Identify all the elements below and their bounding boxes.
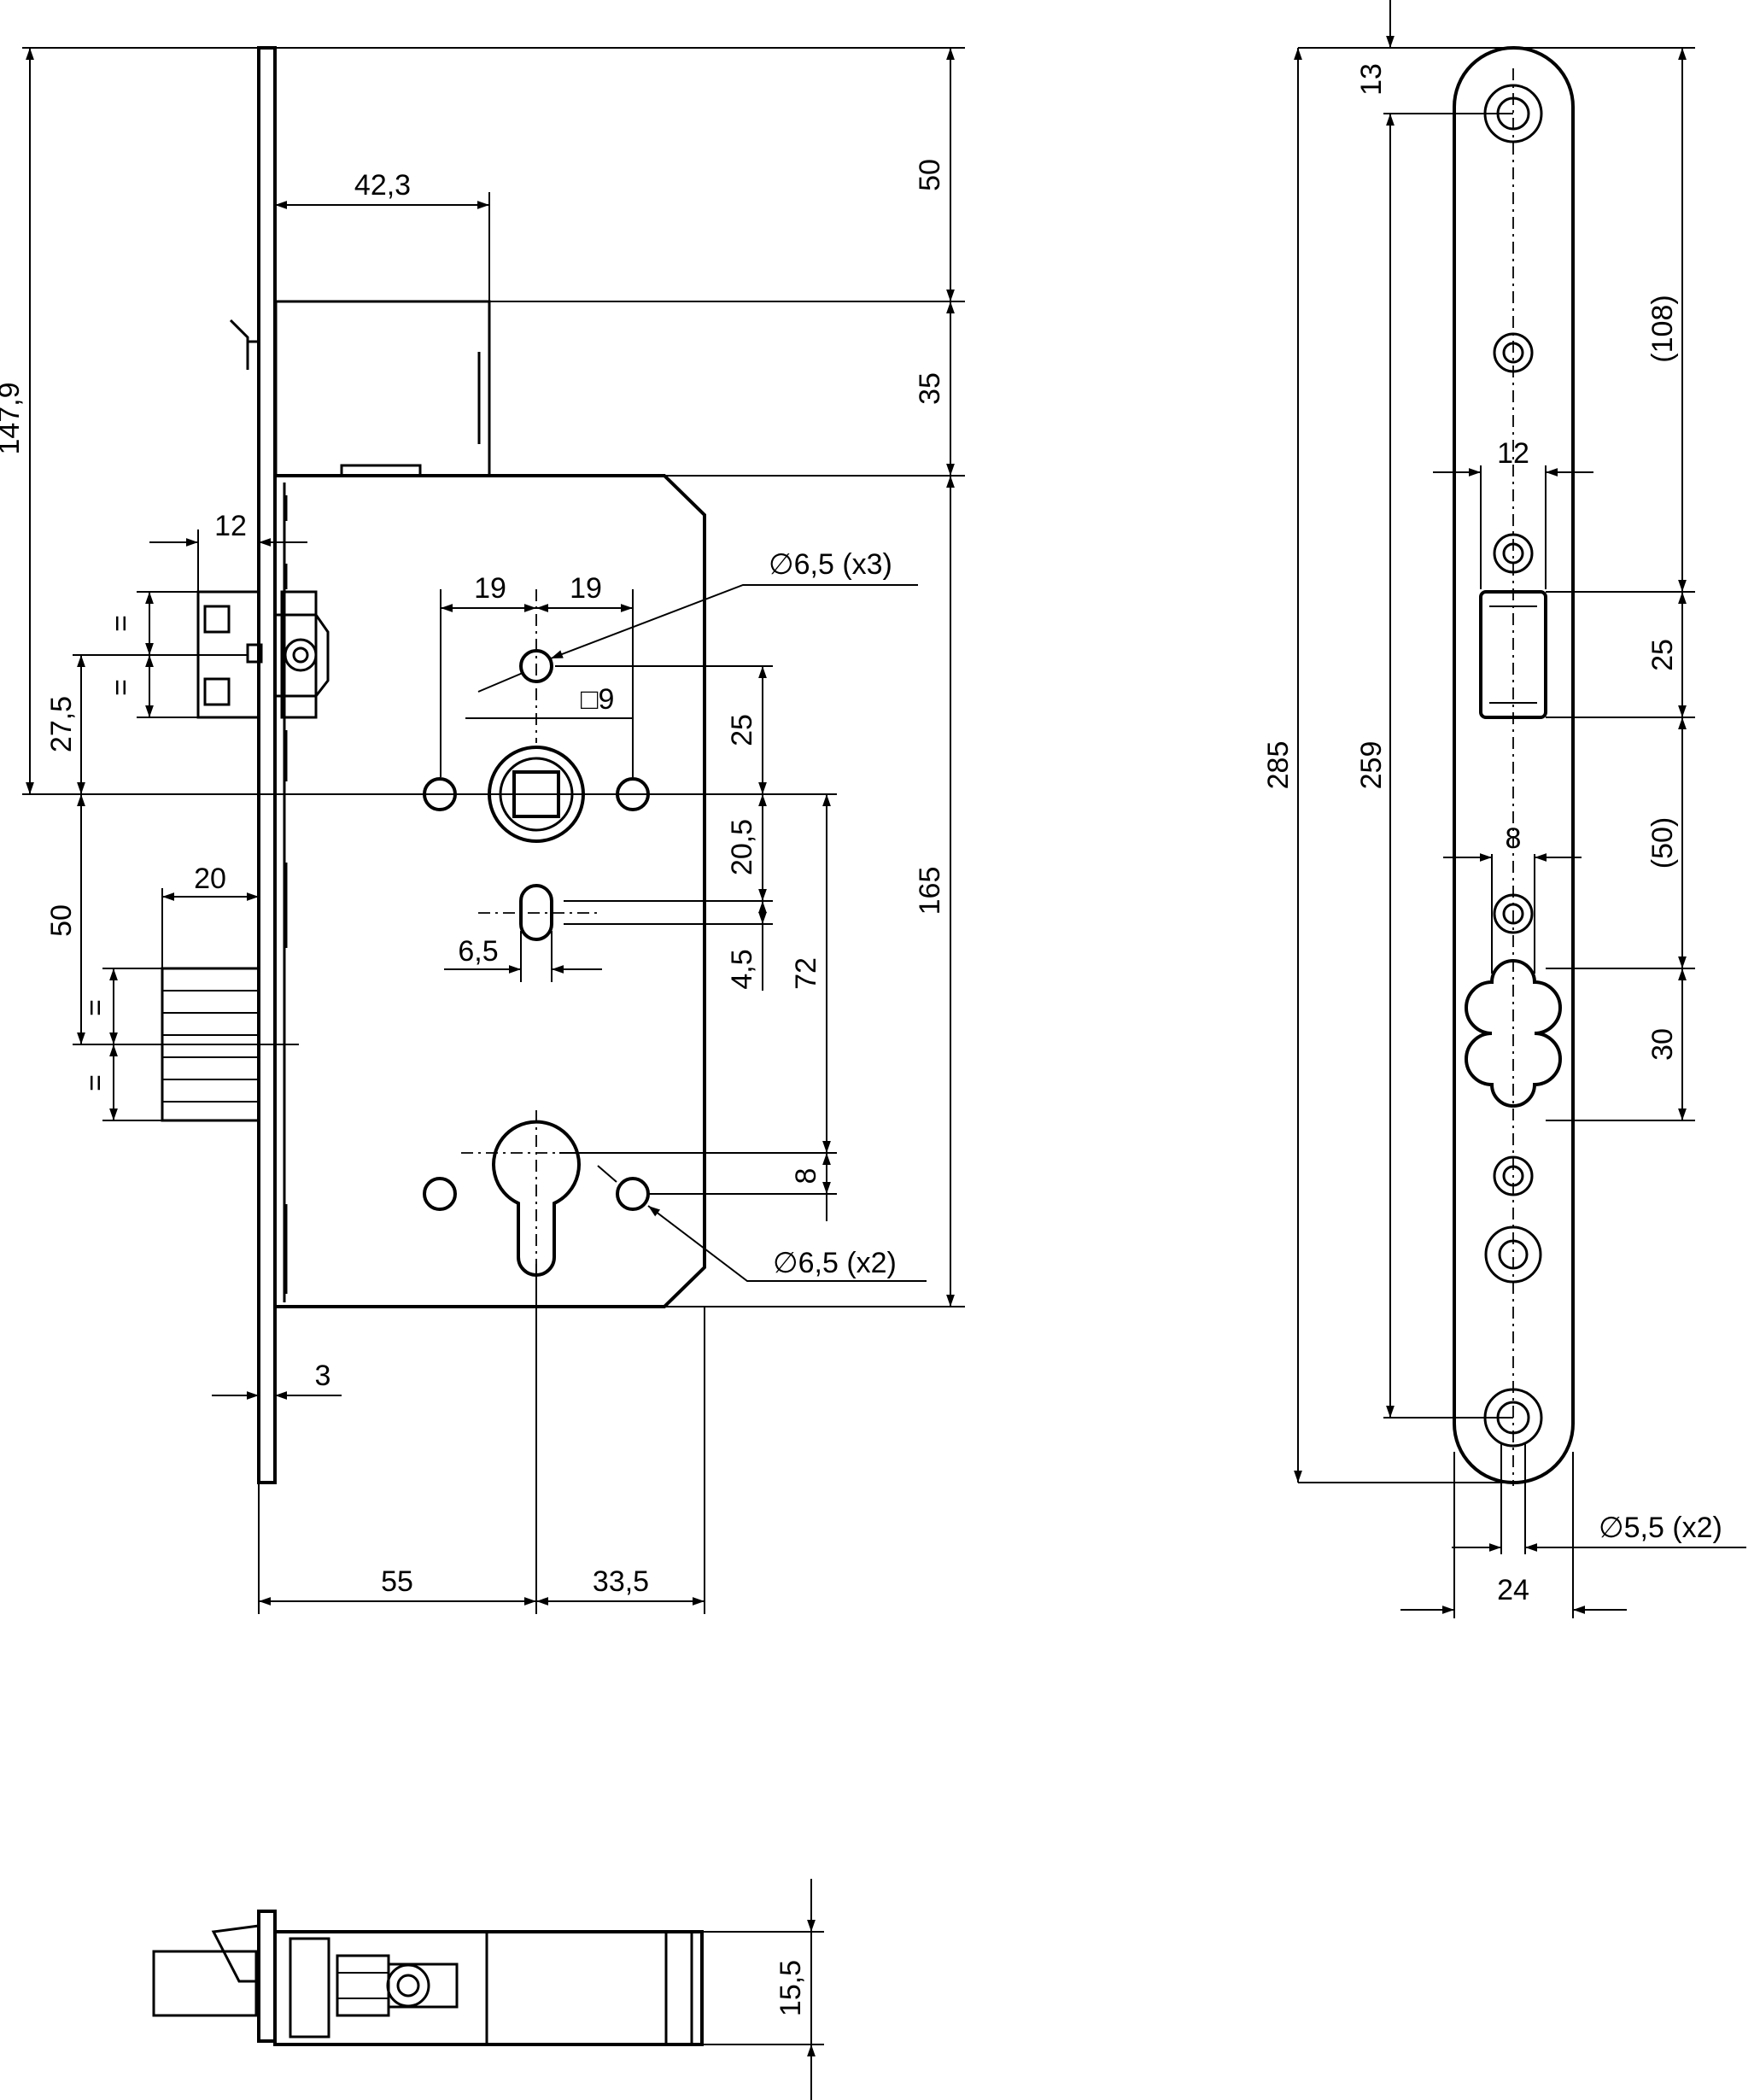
dim-19-left: 19 [474,572,506,605]
dim-12-face: 12 [1497,437,1529,470]
dim-285: 285 [1262,741,1295,790]
top-view: 15,5 [152,1879,824,2100]
dim-25: 25 [726,714,758,746]
bracket-small [229,319,259,370]
note-holes-5-5: ∅5,5 (x2) [1599,1512,1722,1544]
faceplate-cylinder-opening [1465,959,1562,1108]
housing-top-block [274,300,491,477]
dim-35: 35 [914,372,946,405]
dim-20: 20 [194,863,226,895]
dim-3: 3 [315,1360,331,1392]
front-view: 42,3 50 35 165 147,9 12 = = 27,5 50 20 =… [0,46,965,1614]
dim-108: (108) [1646,295,1679,362]
dim-147-9: 147,9 [0,382,26,454]
dim-50-left: 50 [45,904,78,937]
faceplate-side [257,46,277,1484]
note-square-9: □9 [581,683,614,716]
equal-mark-4: = [79,1074,112,1091]
equal-mark-1: = [105,615,137,632]
dim-backset-42-3: 42,3 [354,169,411,202]
dim-55: 55 [381,1565,413,1598]
dim-19-right: 19 [570,572,602,605]
dim-12-latch: 12 [214,510,247,542]
dim-4-5: 4,5 [726,949,758,989]
faceplate-view: 13 (108) 12 25 285 259 8 (50) 30 ∅5,5 (x… [1262,0,1746,1618]
note-holes-x2: ∅6,5 (x2) [773,1247,897,1279]
oval-hole [519,884,553,941]
fixing-holes [423,649,650,1211]
dim-50-face: (50) [1646,817,1679,869]
dim-27-5: 27,5 [45,696,78,752]
dim-6-5: 6,5 [458,935,498,968]
dim-30-face: 30 [1646,1028,1679,1061]
equal-mark-2: = [105,679,137,696]
dim-8: 8 [790,1168,822,1185]
dim-13: 13 [1355,63,1388,96]
dim-33-5: 33,5 [593,1565,649,1598]
dim-50-top: 50 [914,159,946,191]
lock-case [276,474,706,1308]
equal-mark-3: = [79,999,112,1016]
dim-8-face: 8 [1506,822,1522,855]
dim-72: 72 [790,957,822,990]
dim-165: 165 [914,867,946,915]
dim-25-face: 25 [1646,639,1679,671]
dim-15-5: 15,5 [775,1960,807,2016]
dim-259: 259 [1355,741,1388,790]
dim-20-5: 20,5 [726,819,758,875]
note-holes-x3: ∅6,5 (x3) [769,548,892,581]
dim-24: 24 [1497,1574,1529,1606]
